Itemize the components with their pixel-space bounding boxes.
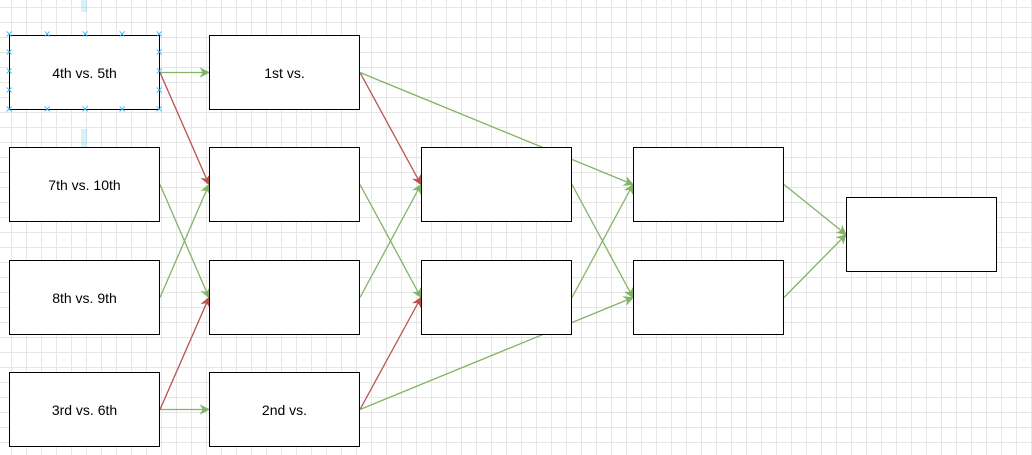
resize-handle-ne[interactable]: × [155,29,164,40]
resize-handle-e2[interactable]: × [155,85,164,96]
match-box-2nd-vs[interactable]: 2nd vs. [209,372,360,447]
match-box-3rd-vs-6th[interactable]: 3rd vs. 6th [9,372,160,447]
edge-r1-8v9-to-r2-b[interactable] [159,183,211,298]
resize-handle-n1[interactable]: × [43,29,52,40]
resize-handle-w2[interactable]: × [5,85,14,96]
edge-r2-2v-to-r4-b[interactable] [359,296,634,411]
match-label: 3rd vs. 6th [51,401,118,418]
match-box-8th-vs-9th[interactable]: 8th vs. 9th [9,260,160,335]
resize-handle-s2[interactable]: × [81,104,90,115]
match-label: 1st vs. [264,64,305,81]
match-box-round3-b[interactable] [421,260,572,335]
match-box-1st-vs[interactable]: 1st vs. [209,35,360,110]
match-box-4th-vs-5th[interactable]: 4th vs. 5th [9,35,160,110]
match-box-round3-a[interactable] [421,147,572,222]
resize-handle-sw[interactable]: × [5,104,14,115]
drag-guide-top [81,0,87,12]
resize-handle-e1[interactable]: × [155,47,164,58]
match-box-7th-vs-10th[interactable]: 7th vs. 10th [9,147,160,222]
match-box-round2-b[interactable] [209,147,360,222]
match-box-round4-b[interactable] [633,260,784,335]
edge-r4-b-to-final[interactable] [783,233,847,298]
resize-handle-s1[interactable]: × [43,104,52,115]
resize-handle-n2[interactable]: × [81,29,90,40]
match-box-round2-c[interactable] [209,260,360,335]
match-box-round4-a[interactable] [633,147,784,222]
resize-handle-w[interactable]: × [5,66,14,77]
resize-handle-n3[interactable]: × [118,29,127,40]
edge-r3-b-to-r4-a[interactable] [571,183,634,298]
edge-r4-a-to-final[interactable] [783,183,847,236]
edge-r2-1v-to-r3-a[interactable] [359,72,422,186]
resize-handle-nw[interactable]: × [5,29,14,40]
match-label: 2nd vs. [261,401,308,418]
match-box-final[interactable] [846,197,997,272]
edge-r2-c-to-r3-a[interactable] [359,183,422,298]
resize-handle-s3[interactable]: × [118,104,127,115]
resize-handle-se[interactable]: × [155,104,164,115]
resize-handle-w1[interactable]: × [5,47,14,58]
edge-r1-4v5-to-r2-b[interactable] [159,72,211,186]
drag-guide-bottom [81,129,87,157]
edge-r2-2v-to-r3-b[interactable] [359,296,422,410]
match-label: 7th vs. 10th [48,176,121,193]
edge-r2-1v-to-r4-a[interactable] [359,71,634,186]
resize-handle-e[interactable]: × [155,66,164,77]
edge-r1-3v6-to-r2-c[interactable] [159,296,211,410]
match-label: 4th vs. 5th [52,64,117,81]
match-label: 8th vs. 9th [52,289,117,306]
